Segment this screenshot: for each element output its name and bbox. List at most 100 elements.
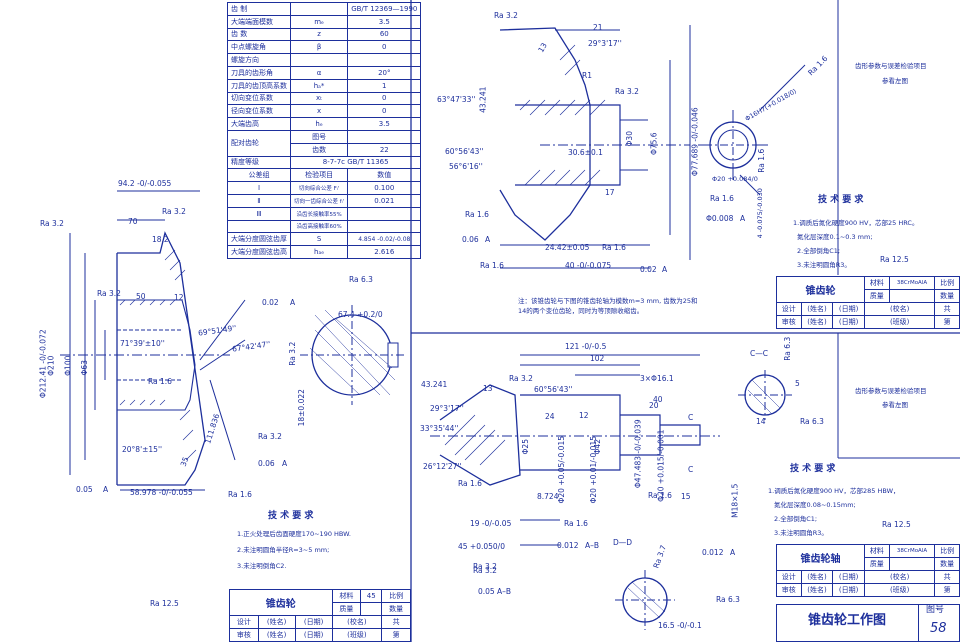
shaft-dim-25: 15 — [681, 492, 691, 501]
shaft-dim-31: 0.012 — [557, 541, 579, 550]
shaft-dim-2: 43.241 — [421, 380, 448, 389]
cc-label: C—C — [750, 349, 768, 358]
left-dim-0: 94.2 -0/-0.055 — [118, 179, 172, 188]
left-dim-1: 70 — [128, 217, 138, 226]
param-symbol-5: α — [289, 65, 349, 80]
left-dim-19: Ra 3.2 — [258, 432, 282, 441]
tm-dim-17: Ra 1.6 — [465, 210, 489, 219]
br-design-label: 设计 — [776, 570, 802, 584]
footer-figure-number: 58 — [930, 621, 947, 636]
shaft-dim-8: 33°35'44'' — [420, 424, 459, 433]
tolerance-item-2: 沿齿长接触率55% — [289, 206, 349, 221]
tm-dim-20: A — [485, 235, 491, 244]
left-dim-13: Φ63 — [79, 360, 89, 376]
param-name-7: 切向变位系数 — [227, 91, 291, 106]
left-dim-4: Ra 3.2 — [97, 289, 121, 298]
shaft-dim-33: 0.05 — [478, 587, 495, 596]
shaft-dim-21: 26°12'27'' — [423, 462, 462, 471]
param-name-6: 刀具的齿顶高系数 — [227, 78, 291, 93]
tm-dim-18: Ra 1.6 — [480, 261, 504, 270]
shaft-dim-26: M18×1.5 — [730, 483, 740, 518]
param-symbol-3: β — [289, 40, 349, 55]
param-value-5: 20° — [347, 65, 422, 80]
tm-dim-11: Φ77.689 -0/-0.046 — [690, 107, 700, 177]
tolerance-group-0: Ⅰ — [227, 181, 291, 195]
br-req-1: 1.调质后氮化硬度900 HV，芯部285 HBW， — [768, 487, 900, 495]
left-check-date: (日期) — [294, 628, 333, 642]
spline-datum: A — [740, 214, 746, 223]
value-header: 数值 — [347, 168, 422, 183]
left-section-keyway: 67.4 +0.2/0 — [338, 310, 383, 319]
left-school: (校名) — [331, 615, 383, 629]
tm-dim-2: 29°3'17'' — [588, 39, 622, 48]
param-value-3: 0 — [347, 40, 422, 55]
shaft-dim-19: C — [688, 413, 694, 422]
left-design-date: (日期) — [294, 615, 333, 629]
chord-symbol: S — [289, 232, 349, 247]
left-dim-24: A — [103, 485, 109, 494]
tolerance-value-2 — [347, 206, 422, 221]
param-symbol-0 — [289, 2, 349, 16]
left-section-ra: Ra 6.3 — [349, 275, 373, 284]
shaft-dim-16: 12 — [579, 411, 589, 420]
left-req-3: 3.未注明倒角C2. — [237, 562, 287, 570]
br-design-name: (姓名) — [800, 570, 834, 584]
footer-figure-label: 图号 — [926, 605, 945, 615]
shaft-dim-37: D—D — [613, 538, 633, 547]
footer-title: 锥齿轮工作图 — [808, 613, 887, 628]
shaft-dim-9: Φ25 — [520, 439, 530, 455]
param-note-2: 参看左图 — [882, 77, 908, 85]
tm-dim-6: Ra 3.2 — [615, 87, 639, 96]
br-req-3: 2.全部倒角C1; — [774, 515, 818, 523]
param-value-6: 1 — [347, 78, 422, 93]
shaft-dim-18: 40 — [653, 395, 663, 404]
left-weight-label: 质量 — [331, 602, 362, 616]
param-value-9: 3.5 — [347, 117, 422, 131]
mate-drawing-value — [347, 129, 422, 144]
param-symbol-1: mₑ — [289, 14, 349, 29]
mate-teeth: 22 — [347, 142, 422, 157]
height-label: 大端分度圆弦齿高 — [227, 245, 291, 259]
left-section-datum: A — [290, 298, 296, 307]
left-sheet: 第 — [381, 628, 411, 642]
height-symbol: hₐₑ — [289, 245, 349, 259]
tr-req-title: 技 术 要 求 — [818, 195, 864, 205]
tr-req-4: 3.未注明圆角R3。 — [797, 261, 851, 269]
shaft-dim-15: 24 — [545, 412, 555, 421]
left-dim-15: 20°8'±15'' — [122, 445, 163, 454]
left-dim-25: Ra 3.2 — [40, 219, 64, 228]
br-count-label: 数量 — [934, 557, 960, 571]
tr-design-date: (日期) — [832, 302, 866, 316]
shaft-dim-3: 13 — [483, 384, 493, 393]
br-part-name: 锥齿轮轴 — [775, 544, 866, 571]
param-note-1: 齿形参数与误差检验项目 — [855, 62, 927, 70]
tolerance-value-1: 0.021 — [347, 193, 422, 208]
left-dim-11: Φ210 — [46, 355, 56, 376]
param-symbol-9: hₑ — [289, 117, 349, 131]
tolerance-group-2: Ⅲ — [227, 206, 291, 221]
left-req-title: 技 术 要 求 — [268, 511, 314, 521]
tolerance-value-0: 0.100 — [347, 181, 422, 195]
left-material: 45 — [360, 589, 383, 603]
shaft-dim-12: Φ42 — [592, 439, 602, 455]
left-section-width: 18±0.022 — [296, 389, 306, 427]
shaft-dim-1: 102 — [590, 354, 605, 363]
shaft-dim-17: 20 — [649, 401, 659, 410]
height-value: 2.616 — [347, 245, 422, 259]
shaft-dim-22: Ra 1.6 — [458, 479, 482, 488]
shaft-dim-4: Ra 3.2 — [509, 374, 533, 383]
tm-dim-16: 40 -0/-0.075 — [565, 261, 612, 270]
shaft-dim-29: 45 +0.050/0 — [458, 542, 505, 551]
tr-design-name: (姓名) — [800, 302, 834, 316]
tr-material: 38CrMoAlA — [888, 276, 936, 290]
left-title-block: 锥齿轮 材料 45 比例 质量 数量 设计 (姓名) (日期) (校名) 共 审… — [229, 589, 411, 642]
tm-dim-13: 56°6'16'' — [449, 162, 483, 171]
br-title-block: 锥齿轮轴 材料 38CrMoAlA 比例 质量 数量 设计 (姓名) (日期) … — [775, 544, 960, 597]
left-section-flatness: 0.02 — [262, 298, 279, 307]
shaft-dim-0: 121 -0/-0.5 — [565, 342, 607, 351]
param-value-0: GB/T 12369—1990 — [347, 2, 422, 16]
shaft-dim-32: A–B — [585, 541, 600, 550]
left-req-2: 2.未注明圆角半径R=3~5 mm; — [237, 546, 330, 554]
